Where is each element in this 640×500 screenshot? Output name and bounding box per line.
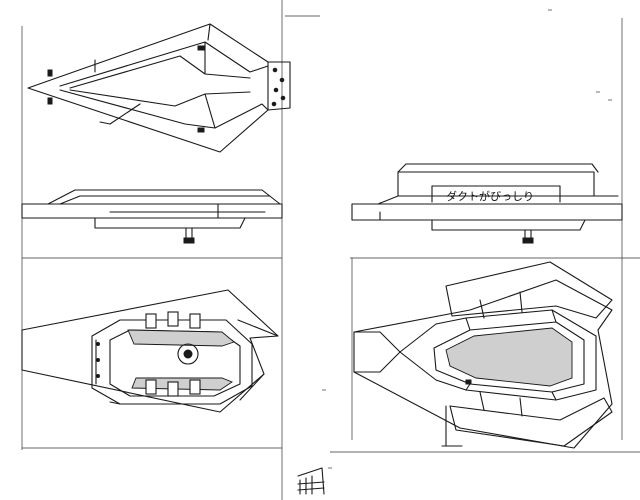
- marker-4: [197, 127, 205, 133]
- central-hub: [183, 349, 193, 359]
- duct-tab-3: [189, 313, 201, 329]
- landing-gear-marker-right: [522, 237, 534, 244]
- underside-view-right: [353, 261, 613, 449]
- marker-right-1: [465, 379, 472, 385]
- duct-tab-6: [189, 379, 201, 395]
- frame-lines: [21, 0, 640, 500]
- marker-3: [197, 45, 205, 51]
- top-view-upper: [27, 23, 291, 153]
- duct-annotation: ダクトがびっしり: [446, 189, 534, 203]
- bolt-1: [272, 67, 278, 73]
- marker-1: [47, 69, 53, 77]
- landing-gear-marker: [183, 237, 195, 244]
- side-view-left: [21, 189, 283, 244]
- duct-tab-5: [167, 381, 179, 397]
- bolt-2: [279, 77, 285, 83]
- marker-2: [47, 97, 53, 105]
- bolt-4: [280, 95, 286, 101]
- duct-tab-2: [167, 311, 179, 327]
- side-view-right: ダクトがびっしり: [351, 163, 623, 244]
- duct-tab-1: [145, 313, 157, 329]
- bolt-5: [271, 101, 277, 107]
- duct-tab-4: [145, 379, 157, 395]
- bottom-view-lower: [21, 289, 279, 413]
- tick-marks: [322, 9, 612, 469]
- sketch-mark: [297, 467, 325, 495]
- bolt-3: [273, 87, 279, 93]
